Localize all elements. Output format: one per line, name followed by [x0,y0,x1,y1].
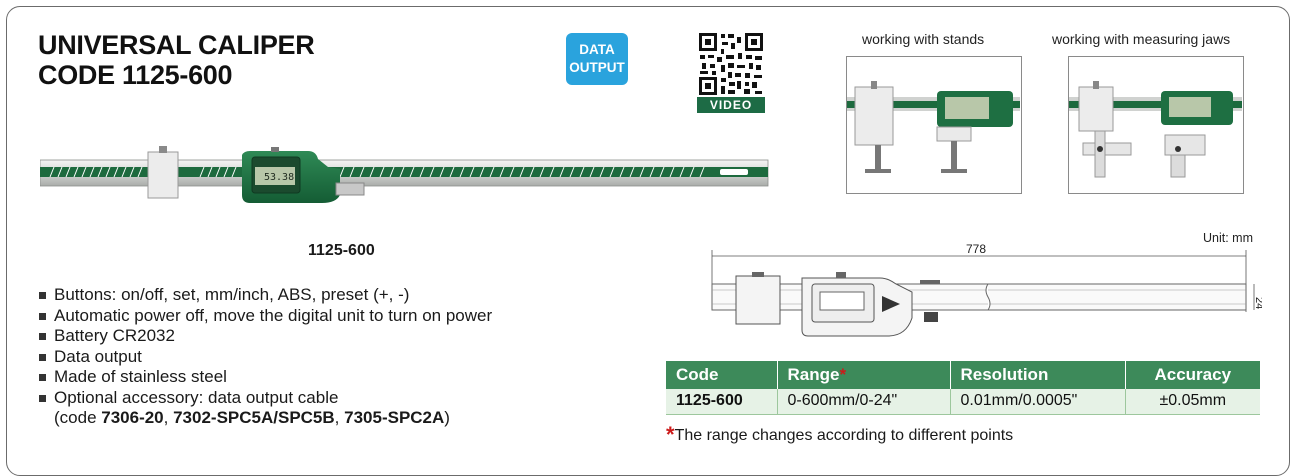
feature-optional-accessory: Optional accessory: data output cable [38,388,492,409]
cell-range: 0-600mm/0-24" [777,389,951,415]
footnote-text: The range changes according to different… [674,427,1014,444]
caption-jaws: working with measuring jaws [1052,31,1231,47]
badge-line-2: OUTPUT [569,60,625,75]
jaws-image [1068,56,1244,194]
caption-stands: working with stands [862,31,985,47]
badge-line-1: DATA [579,42,615,57]
unit-label: Unit: mm [1203,231,1253,245]
accessory-sep-1: , [163,408,174,427]
feature-auto-power-off: Automatic power off, move the digital un… [38,306,492,327]
header-accuracy: Accuracy [1125,361,1260,389]
accessory-code-1: 7306-20 [101,408,164,427]
video-qr-code[interactable]: VIDEO [697,31,765,113]
caliper-with-stands-image [847,81,1020,173]
feature-material: Made of stainless steel [38,367,492,388]
product-title: UNIVERSAL CALIPER CODE 1125-600 [38,30,315,90]
accessory-sep-2: , [334,408,345,427]
feature-list: Buttons: on/off, set, mm/inch, ABS, pres… [38,285,492,429]
caliper-display-reading: 53.38 [264,172,294,183]
height-dimension: 24 [1253,297,1262,309]
caliper-with-jaws-image [1069,81,1242,178]
data-output-badge: DATA OUTPUT [566,33,628,85]
footnote: *The range changes according to differen… [666,420,1014,447]
spec-table: Code Range* Resolution Accuracy 1125-600… [666,361,1260,415]
accessory-code-2: 7302-SPC5A/SPC5B [173,408,335,427]
title-line-1: UNIVERSAL CALIPER [38,30,315,60]
dimension-diagram: 778 24 [711,242,1262,337]
length-dimension: 778 [966,242,986,256]
accessory-codes: (code 7306-20, 7302-SPC5A/SPC5B, 7305-SP… [38,408,492,429]
header-resolution: Resolution [950,361,1126,389]
header-range: Range* [777,361,951,389]
feature-buttons: Buttons: on/off, set, mm/inch, ABS, pres… [38,285,492,306]
header-code: Code [666,361,778,389]
accessory-prefix: (code [54,408,102,427]
caliper-main-image: 53.38 [40,146,769,203]
accessory-code-3: 7305-SPC2A [344,408,445,427]
range-asterisk: * [839,365,847,384]
stands-image [846,56,1022,194]
footnote-asterisk: * [666,422,675,447]
accessory-suffix: ) [444,408,450,427]
model-label: 1125-600 [308,242,375,259]
feature-battery: Battery CR2032 [38,326,492,347]
feature-data-output: Data output [38,347,492,368]
video-label: VIDEO [697,97,765,113]
qr-code-icon [697,31,765,97]
cell-accuracy: ±0.05mm [1125,389,1260,415]
table-row: 1125-600 0-600mm/0-24" 0.01mm/0.0005" ±0… [666,389,1260,415]
cell-resolution: 0.01mm/0.0005" [950,389,1126,415]
cell-code: 1125-600 [666,389,778,415]
title-line-2: CODE 1125-600 [38,60,233,90]
